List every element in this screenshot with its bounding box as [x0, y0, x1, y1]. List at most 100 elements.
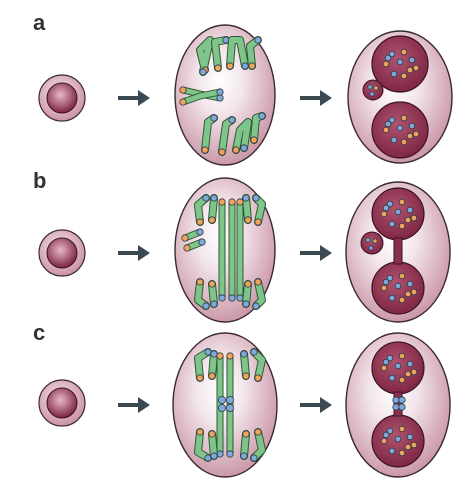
chromosome [251, 349, 265, 381]
telomere-dot [217, 403, 226, 412]
telomere-dot [240, 144, 248, 152]
telomere-dot [242, 194, 250, 202]
telomere-dot [214, 64, 222, 72]
telomere-dot [388, 374, 396, 382]
telomere-dot [386, 274, 394, 282]
telomere-dot [210, 452, 218, 460]
telomere-dot [406, 132, 414, 140]
telomere-dot [240, 350, 248, 358]
telomere-dot [382, 204, 390, 212]
telomere-dot [240, 452, 248, 460]
telomere-dot [365, 237, 371, 243]
telomere-dot [398, 198, 406, 206]
telomere-dot [398, 352, 406, 360]
telomere-dot [386, 427, 394, 435]
telomere-dot [242, 372, 250, 380]
telomere-dot [404, 216, 412, 224]
telomere-dot [218, 294, 226, 302]
telomere-dot [199, 68, 207, 76]
panel-label-a: a [33, 10, 46, 35]
telomere-dot [390, 136, 398, 144]
telomere-dot [382, 60, 390, 68]
telomere-dot [183, 244, 191, 252]
telomere-dot [372, 238, 378, 244]
telomere-dot [368, 245, 374, 251]
telomere-dot [392, 396, 400, 404]
chromosome [195, 429, 211, 461]
telomere-dot [226, 450, 234, 458]
arrow-head [138, 90, 150, 106]
telomere-dot [394, 208, 402, 216]
telomere-dot [196, 428, 204, 436]
chromosome [251, 429, 265, 461]
telomere-dot [208, 372, 216, 380]
telomere-dot [412, 64, 420, 72]
telomere-dot [248, 62, 256, 70]
telomere-dot [367, 84, 373, 90]
telomere-dot [384, 54, 392, 62]
chromosome [209, 431, 217, 459]
telomere-dot [254, 374, 262, 382]
telomere-dot [179, 98, 187, 106]
telomere-dot [198, 238, 206, 246]
telomere-dot [398, 376, 406, 384]
arrow-head [320, 397, 332, 413]
chromosome [195, 349, 211, 381]
telomere-dot [217, 395, 226, 404]
telomere-dot [202, 302, 210, 310]
telomere-dot [242, 300, 250, 308]
small-cell-nucleus [46, 237, 78, 269]
telomere-dot [226, 62, 234, 70]
nuclear-bridge [393, 237, 403, 265]
telomere-dot [382, 431, 390, 439]
telomere-dot [196, 374, 204, 382]
arrow-head [138, 245, 150, 261]
telomere-dot [228, 294, 236, 302]
telomere-dot [254, 428, 262, 436]
chromosome [197, 37, 213, 75]
telomere-dot [250, 454, 258, 462]
telomere-dot [196, 218, 204, 226]
telomere-dot [410, 368, 418, 376]
micronucleus [362, 79, 384, 101]
telomere-dot [244, 280, 252, 288]
telomere-dot [392, 403, 400, 411]
chromosome [241, 351, 249, 379]
panel-a [38, 24, 453, 166]
telomere-dot [400, 138, 408, 146]
telomere-dot [388, 220, 396, 228]
telomere-dot [404, 290, 412, 298]
telomere-dot [201, 146, 209, 154]
telomere-dot [394, 362, 402, 370]
telomere-dot [241, 62, 249, 70]
arrow-head [138, 397, 150, 413]
telomere-dot [400, 48, 408, 56]
telomere-dot [250, 136, 258, 144]
telomere-dot [398, 449, 406, 457]
telomere-dot [388, 447, 396, 455]
telomere-dot [254, 36, 262, 44]
telomere-dot [400, 114, 408, 122]
telomere-dot [225, 403, 234, 412]
chromosome [227, 37, 248, 69]
telomere-dot [388, 50, 396, 58]
chromosome [209, 351, 217, 379]
chromosome [209, 195, 217, 223]
telomere-dot [258, 112, 266, 120]
telomere-dot [210, 350, 218, 358]
telomere-dot [406, 206, 414, 214]
telomere-dot [250, 348, 258, 356]
telomere-dot [216, 88, 224, 96]
panel-label-b: b [33, 168, 46, 193]
panel-c [38, 332, 451, 478]
chromosome [241, 431, 249, 459]
telomere-dot [380, 210, 388, 218]
telomere-dot [408, 56, 416, 64]
chromosome [180, 89, 223, 105]
panel-label-c: c [33, 320, 45, 345]
telomere-dot [232, 146, 240, 154]
telomere-dot [386, 200, 394, 208]
telomere-dot [254, 278, 262, 286]
chromosome [212, 37, 229, 71]
